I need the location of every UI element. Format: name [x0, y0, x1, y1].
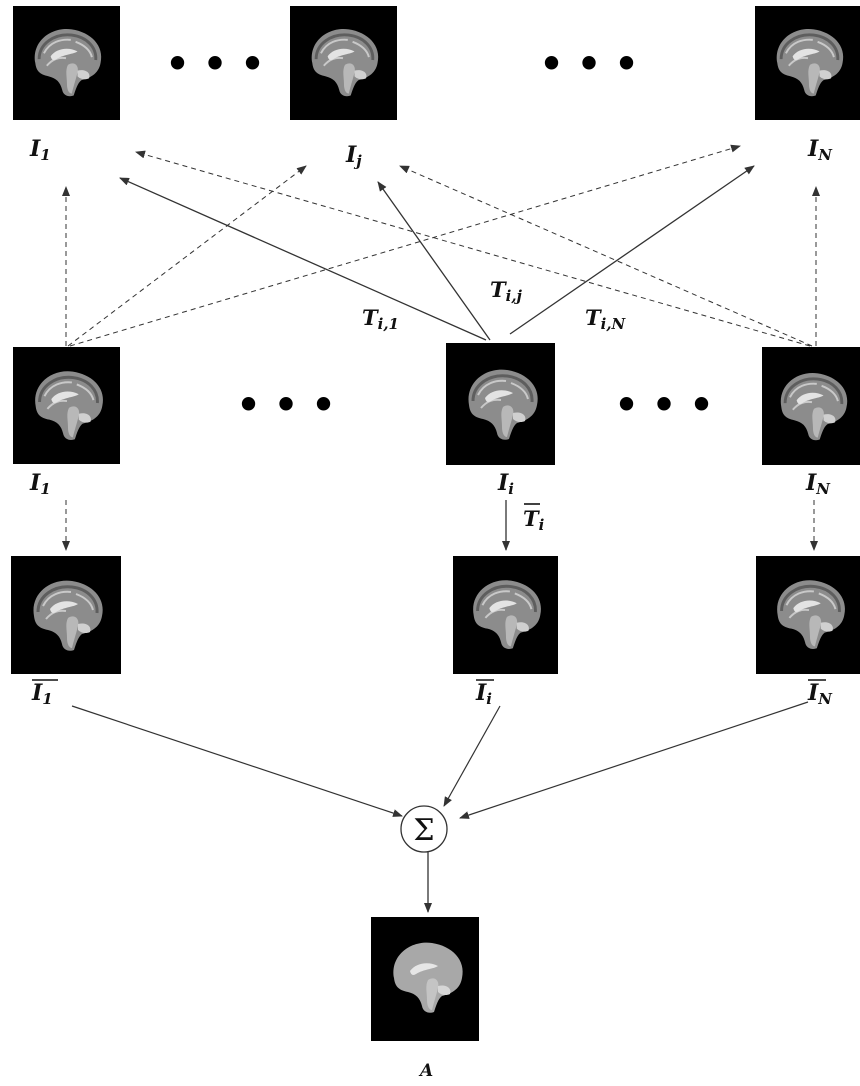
label-mid-1: I1 [29, 470, 51, 498]
label-top-N: IN [807, 136, 833, 164]
dashed-arrow-mid1-to-topN [69, 144, 741, 347]
bottom-row [11, 556, 860, 674]
sum-symbol: Σ [413, 813, 434, 848]
ellipsis-top-left: • • • [165, 42, 264, 86]
label-mid-i: Ii [497, 470, 514, 498]
label-T-i-j: Ti,j [490, 277, 523, 305]
top-row [13, 6, 860, 120]
label-bottom-i: Ii [475, 679, 494, 708]
brain-image-mid-1 [13, 347, 120, 464]
solid-arrow-bottom1-to-sum [71, 705, 403, 817]
solid-arrow-TiN [509, 165, 755, 335]
label-top-j: Ij [345, 142, 362, 170]
label-mid-N: IN [805, 470, 831, 498]
ellipsis-top-right: • • • [539, 42, 638, 86]
brain-image-top-j [290, 6, 397, 120]
svg-text:I1: I1 [31, 680, 53, 708]
solid-arrow-bottomN-to-sum [459, 701, 809, 819]
svg-text:Ii: Ii [475, 680, 492, 708]
brain-image-aligned-1 [11, 556, 121, 674]
label-bottom-1: I1 [31, 679, 58, 708]
svg-text:IN: IN [807, 680, 833, 708]
solid-arrow-Tij [377, 181, 491, 341]
ellipsis-mid-right: • • • [614, 383, 713, 427]
solid-arrow-bottomi-to-sum [443, 705, 501, 807]
brain-image-aligned-i [453, 556, 558, 674]
label-T-bar-i: Ti [523, 503, 545, 534]
solid-arrow-Ti1 [119, 177, 487, 341]
svg-text:Ti: Ti [523, 506, 545, 534]
label-atlas: A [418, 1061, 433, 1081]
label-T-i-N: Ti,N [585, 305, 627, 333]
dashed-arrow-mid1-to-topj [67, 165, 307, 347]
brain-image-mid-i [446, 343, 555, 465]
dashed-arrow-midN-to-topj [399, 165, 813, 347]
middle-row [13, 343, 860, 465]
label-T-i-1: Ti,1 [362, 305, 399, 333]
brain-image-top-N [755, 6, 860, 120]
ellipsis-mid-left: • • • [236, 383, 335, 427]
connections [62, 144, 820, 913]
label-bottom-N: IN [807, 679, 833, 708]
label-top-1: I1 [29, 136, 51, 164]
sum-node: Σ [400, 805, 448, 853]
atlas-image [371, 917, 479, 1041]
brain-image-aligned-N [756, 556, 860, 674]
brain-image-top-1 [13, 6, 120, 120]
brain-image-mid-N [762, 347, 860, 465]
